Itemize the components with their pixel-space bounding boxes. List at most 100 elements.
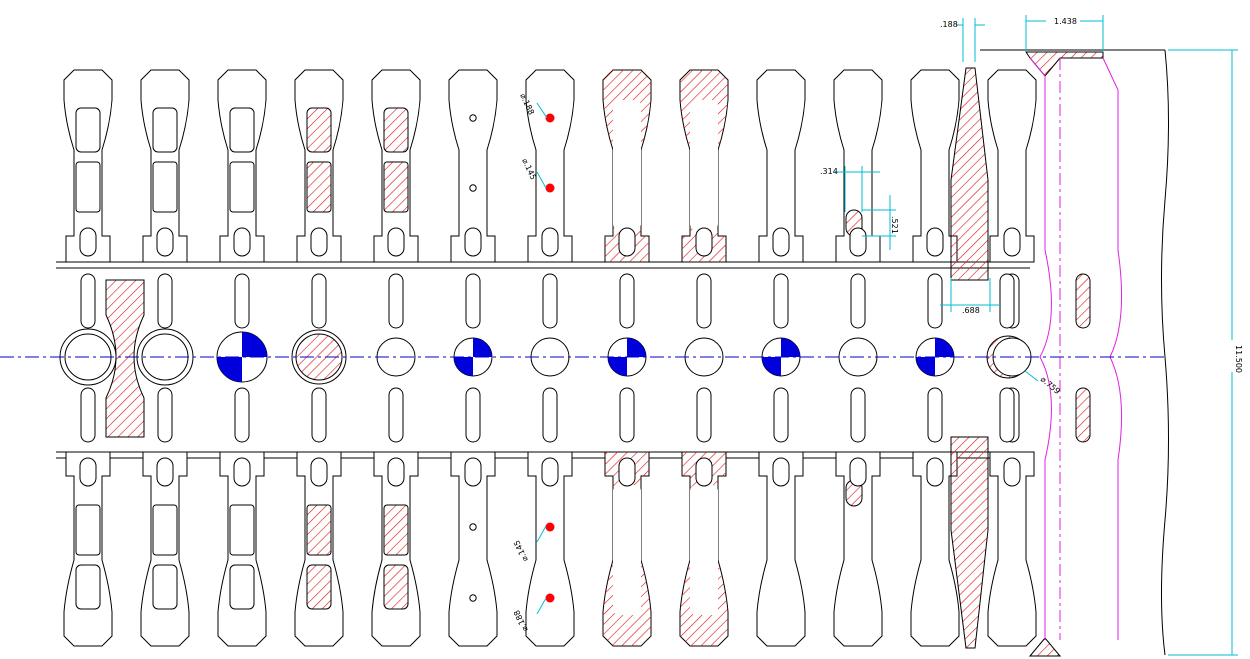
carrier-slot-end: [999, 273, 1015, 329]
window-top-lower: [306, 161, 332, 213]
blank-top: [987, 69, 1037, 263]
hatch-window: [690, 100, 718, 230]
carrier-slot: [157, 387, 173, 443]
dim-1438-top: 1.438: [1054, 17, 1077, 26]
hatch-window: [613, 485, 641, 615]
carrier-slot: [619, 387, 635, 443]
pilot-slot: [79, 227, 97, 257]
strip-break: [1161, 49, 1169, 656]
carrier-slot: [234, 273, 250, 329]
blank-bottom: [756, 451, 806, 647]
dim-dia-145: ⌀.145: [520, 157, 538, 181]
carrier-slot: [696, 387, 712, 443]
pierce-hole: [545, 183, 555, 193]
pilot-slot: [849, 227, 867, 257]
pilot-slot: [1003, 227, 1021, 257]
part-slot: [1075, 273, 1091, 329]
pilot-slot: [233, 457, 251, 487]
part-outline-left: [1029, 57, 1052, 640]
hatch-window: [613, 100, 641, 230]
pilot-slot: [695, 457, 713, 487]
pilot-slot: [464, 457, 482, 487]
window-top: [75, 107, 101, 153]
hatch-web: [105, 279, 145, 438]
carrier-slot: [696, 273, 712, 329]
dimension-annotations: [536, 15, 1238, 656]
pierce-hole: [469, 523, 477, 531]
pierce-hole: [469, 184, 477, 192]
quadrant-fill: [217, 357, 242, 382]
carrier-slot: [80, 273, 96, 329]
carrier-slot: [234, 387, 250, 443]
carrier-slot: [157, 273, 173, 329]
quadrant-fill: [608, 357, 627, 376]
hatch-web: [950, 67, 989, 281]
pierce-hole: [545, 522, 555, 532]
dim-314: .314: [820, 167, 838, 176]
carrier-slot: [619, 273, 635, 329]
pierce-hole: [545, 593, 555, 603]
pilot-slot: [156, 457, 174, 487]
carrier-slot: [465, 273, 481, 329]
pilot-slot: [541, 227, 559, 257]
window-top-lower: [229, 161, 255, 213]
pilot-slot: [541, 457, 559, 487]
dim-521: .521: [890, 216, 899, 234]
pilot-slot: [772, 227, 790, 257]
carrier-slot: [388, 387, 404, 443]
quadrant-fill: [916, 357, 935, 376]
pilot-slot: [156, 227, 174, 257]
bottom-wedge: [1028, 637, 1062, 657]
dim-688: .688: [962, 306, 980, 315]
pilot-slot: [695, 227, 713, 257]
pilot-slot: [387, 227, 405, 257]
hatch-window: [690, 485, 718, 615]
carrier-slot: [927, 387, 943, 443]
window-top: [306, 107, 332, 153]
pierce-hole: [469, 114, 477, 122]
window-top-lower: [75, 161, 101, 213]
pilot-slot: [926, 457, 944, 487]
window-bottom: [152, 504, 178, 556]
window-bottom-lower: [306, 564, 332, 610]
window-bottom: [75, 504, 101, 556]
window-bottom-lower: [75, 564, 101, 610]
window-top-lower: [383, 161, 409, 213]
window-top: [383, 107, 409, 153]
quadrant-fill: [762, 357, 781, 376]
carrier-slot-end: [999, 387, 1015, 443]
blank-top: [525, 69, 575, 263]
blank-features: [75, 107, 1021, 610]
window-bottom-lower: [229, 564, 255, 610]
carrier-slot: [927, 273, 943, 329]
window-bottom: [383, 504, 409, 556]
carrier-slot: [311, 273, 327, 329]
blank-bottom: [987, 451, 1037, 647]
carrier-slot: [80, 387, 96, 443]
window-top-lower: [152, 161, 178, 213]
top-wedge: [1025, 51, 1104, 77]
quadrant-fill: [627, 338, 646, 357]
window-bottom-lower: [152, 564, 178, 610]
pilot-slot: [926, 227, 944, 257]
quadrant-fill: [473, 338, 492, 357]
pilot-slot: [849, 457, 867, 487]
carrier-slot: [773, 387, 789, 443]
hatch-web: [950, 436, 989, 649]
blank-top: [448, 69, 498, 263]
carrier-slot: [465, 387, 481, 443]
pierce-hole: [469, 594, 477, 602]
blank-top: [756, 69, 806, 263]
pilot-slot: [618, 227, 636, 257]
dim-188-top: .188: [940, 20, 958, 29]
carrier-slot: [542, 273, 558, 329]
carrier-slot: [311, 387, 327, 443]
pilot-slot: [310, 227, 328, 257]
window-bottom: [229, 504, 255, 556]
window-top: [152, 107, 178, 153]
pilot-slot: [79, 457, 97, 487]
quadrant-fill: [781, 338, 800, 357]
window-bottom: [306, 504, 332, 556]
quadrant-fill: [935, 338, 954, 357]
